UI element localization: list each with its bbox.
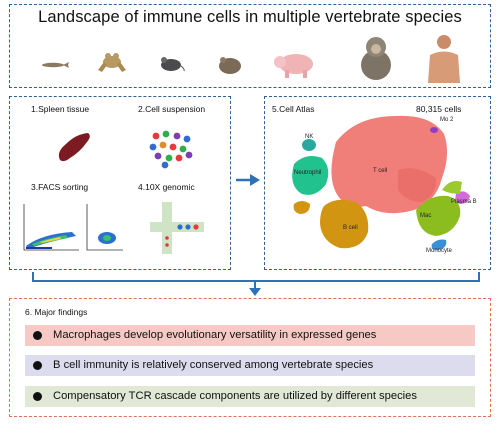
- step4-label: 4.10X genomic: [138, 182, 195, 192]
- finding-text-1: Macrophages develop evolutionary versati…: [53, 329, 377, 341]
- atlas-title: 5.Cell Atlas: [272, 104, 315, 114]
- page-title: Landscape of immune cells in multiple ve…: [38, 8, 462, 26]
- cluster-label-mo2: Mo 2: [440, 117, 454, 123]
- cluster-label-tcell: T cell: [373, 168, 388, 174]
- finding-item-1: Macrophages develop evolutionary versati…: [25, 325, 475, 346]
- cluster-label-nk: NK: [305, 134, 314, 140]
- spleen-tissue-icon: [58, 133, 90, 162]
- finding-text-2: B cell immunity is relatively conserved …: [53, 359, 374, 371]
- bullet-icon: [33, 331, 42, 340]
- cell-count: 80,315 cells: [416, 104, 462, 114]
- facs-plot-2: [86, 204, 123, 251]
- zebrafish-icon: [42, 62, 69, 68]
- facs-plot-1: [23, 204, 79, 251]
- atlas-panel: [264, 96, 491, 270]
- finding-text-3: Compensatory TCR cascade components are …: [53, 390, 417, 402]
- workflow-panel: [9, 96, 231, 270]
- step1-label: 1.Spleen tissue: [31, 104, 90, 114]
- finding-item-3: Compensatory TCR cascade components are …: [25, 386, 475, 407]
- finding-item-2: B cell immunity is relatively conserved …: [25, 355, 475, 376]
- step3-label: 3.FACS sorting: [31, 182, 89, 192]
- bullet-icon: [33, 361, 42, 370]
- 10x-chip-icon: [150, 202, 204, 254]
- cluster-label-neutrophil: Neutrophil: [294, 170, 322, 176]
- step2-label: 2.Cell suspension: [138, 104, 206, 114]
- human-icon: [428, 35, 460, 83]
- hamster-icon: [219, 57, 241, 74]
- cluster-label-bcell: B cell: [343, 225, 358, 231]
- findings-panel: [9, 298, 491, 417]
- cluster-label-mac: Mac: [420, 213, 432, 219]
- pig-icon: [274, 54, 313, 78]
- frog-icon: [98, 53, 126, 72]
- umap-plot: [292, 115, 470, 250]
- cluster-label-plasmab: Plasma B: [451, 199, 477, 205]
- findings-title: 6. Major findings: [25, 307, 88, 317]
- bullet-icon: [33, 392, 42, 401]
- monkey-icon: [361, 37, 391, 80]
- mouse-icon: [161, 57, 185, 72]
- arrow-to-atlas: [236, 174, 260, 186]
- cell-suspension-icon: [149, 130, 193, 169]
- species-panel: [9, 4, 491, 88]
- cluster-label-monocyte: Monocyte: [426, 248, 453, 254]
